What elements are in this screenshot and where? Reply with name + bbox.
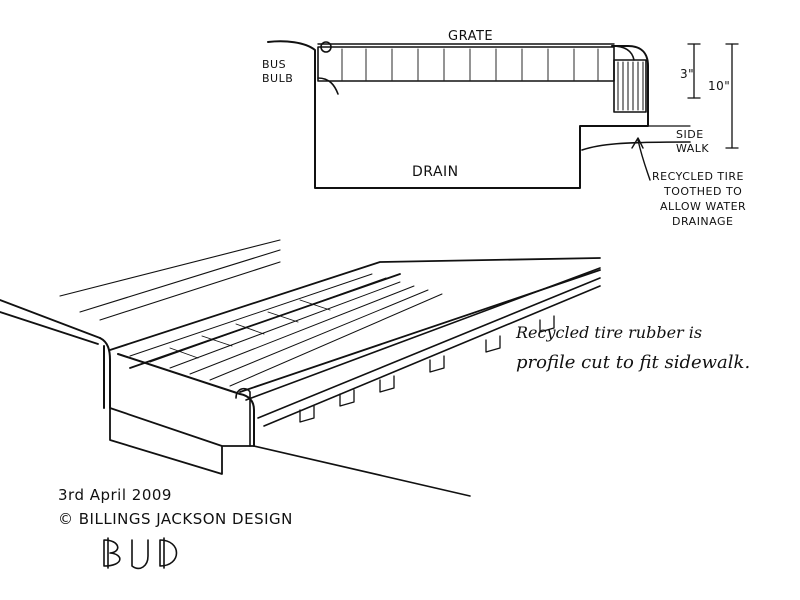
drain-label: DRAIN bbox=[412, 164, 459, 180]
section-diagram: GRATE BUS BULB DRAIN SIDE WALK 3" 10" RE… bbox=[262, 29, 746, 228]
grate-slats bbox=[129, 273, 443, 387]
signature-date: 3rd April 2009 bbox=[58, 486, 172, 504]
road-lines-back bbox=[59, 239, 281, 321]
grate-label: GRATE bbox=[448, 29, 493, 44]
sidewalk-label-1: SIDE bbox=[676, 128, 704, 141]
perspective-note-1: Recycled tire rubber is bbox=[515, 323, 702, 342]
recycled-note-4: DRAINAGE bbox=[672, 215, 733, 228]
sidewalk-slope bbox=[581, 141, 691, 151]
sidewalk-label-2: WALK bbox=[676, 142, 709, 155]
bus-bulb-edge bbox=[317, 77, 339, 95]
left-clip-icon bbox=[320, 41, 332, 53]
grate-body bbox=[317, 46, 615, 82]
dim-10-label: 10" bbox=[708, 79, 730, 93]
grate-crossbars bbox=[169, 299, 331, 359]
recycled-note-3: ALLOW WATER bbox=[660, 200, 746, 213]
signature-block: 3rd April 2009 © BILLINGS JACKSON DESIGN bbox=[58, 486, 293, 570]
bus-bulb-label-1: BUS bbox=[262, 58, 286, 71]
tire-strip bbox=[245, 267, 601, 427]
perspective-diagram: Recycled tire rubber is profile cut to f… bbox=[0, 239, 750, 497]
dim-3-label: 3" bbox=[680, 67, 694, 81]
bus-bulb-label-2: BULB bbox=[262, 72, 293, 85]
grate-bars bbox=[341, 48, 599, 81]
note-leader-arrow bbox=[631, 137, 651, 181]
recycled-note-2: TOOTHED TO bbox=[663, 185, 742, 198]
near-clip-icon bbox=[235, 387, 251, 447]
drain-outline bbox=[267, 40, 649, 189]
curb-front-face bbox=[99, 337, 111, 409]
recycled-note-1: RECYCLED TIRE bbox=[652, 170, 744, 183]
recycled-tire-block bbox=[611, 45, 647, 113]
grate-near-edge bbox=[117, 353, 255, 447]
perspective-note-2: profile cut to fit sidewalk. bbox=[516, 352, 750, 373]
road-edge-front bbox=[0, 299, 101, 345]
tire-teeth bbox=[299, 315, 555, 423]
sidewalk-front-edge bbox=[253, 445, 471, 497]
dimension-lines bbox=[687, 43, 739, 149]
bjd-logo-icon bbox=[103, 537, 178, 570]
drain-box bbox=[109, 407, 255, 475]
signature-copyright: © BILLINGS JACKSON DESIGN bbox=[58, 510, 293, 528]
